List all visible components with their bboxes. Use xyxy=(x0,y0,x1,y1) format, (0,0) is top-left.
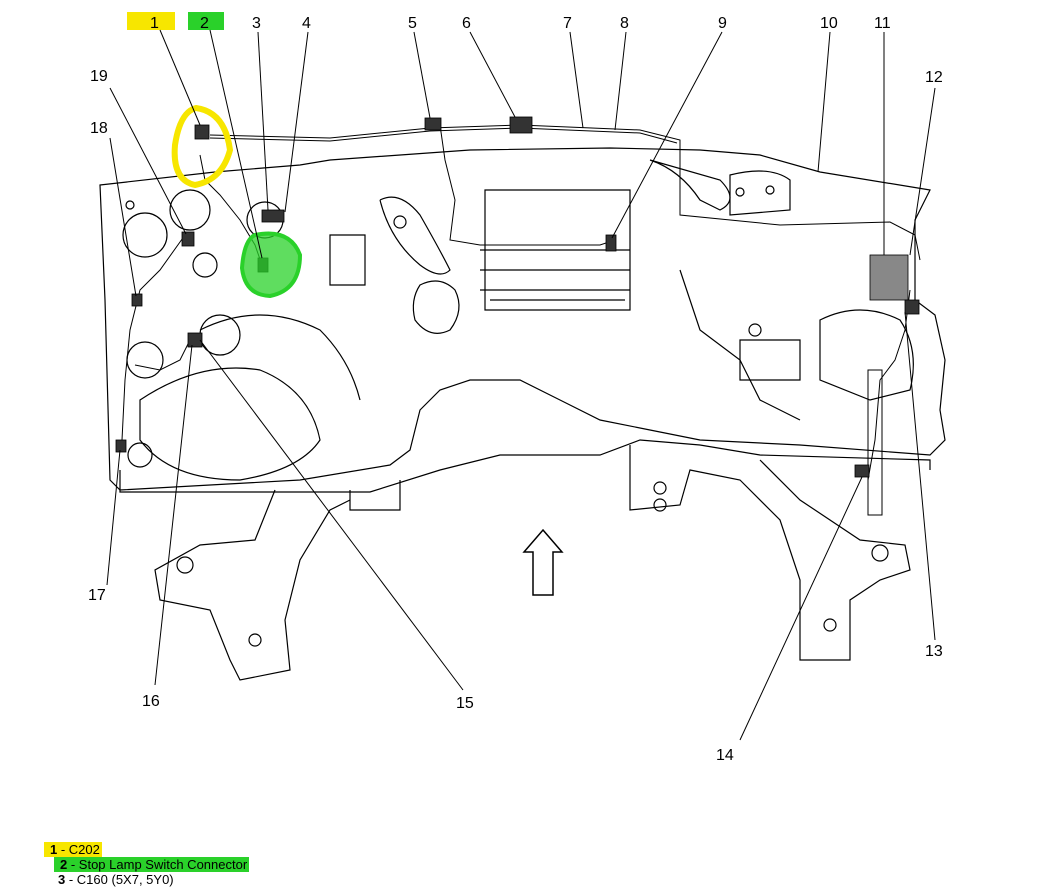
legend-text: Stop Lamp Switch Connector xyxy=(78,857,248,872)
callout-6: 6 xyxy=(462,15,471,32)
callout-4: 4 xyxy=(302,15,311,32)
callout-12: 12 xyxy=(925,69,943,86)
connector-16 xyxy=(187,332,203,348)
connector-6 xyxy=(509,116,533,134)
callout-9: 9 xyxy=(718,15,727,32)
legend-number: 3 xyxy=(58,872,66,887)
legend-number: 2 xyxy=(60,857,68,872)
callout-7: 7 xyxy=(563,15,572,32)
callout-2: 2 xyxy=(200,15,209,32)
connector-c202 xyxy=(194,124,210,140)
forward-arrow xyxy=(522,528,564,596)
callout-8: 8 xyxy=(620,15,629,32)
legend-item-1-highlight: 1 - C202 xyxy=(44,842,102,857)
callout-18: 18 xyxy=(90,120,108,137)
legend-item-2-highlight: 2 - Stop Lamp Switch Connector xyxy=(54,857,250,872)
callout-13: 13 xyxy=(925,643,943,660)
callout-numbers: 1 2 3 4 5 6 7 8 9 10 11 12 13 14 15 16 1… xyxy=(88,15,943,764)
connector-18 xyxy=(131,293,143,307)
callout-11: 11 xyxy=(874,15,891,32)
callout-14: 14 xyxy=(716,747,734,764)
connector-9 xyxy=(605,234,617,252)
dash-panel xyxy=(99,147,946,493)
legend-item-3: 3 - C160 (5X7, 5Y0) xyxy=(58,872,174,887)
connector-5 xyxy=(424,117,442,131)
connector-14 xyxy=(854,464,870,478)
callout-10: 10 xyxy=(820,15,838,32)
legend-text: C202 xyxy=(68,842,100,857)
callout-5: 5 xyxy=(408,15,417,32)
callout-19: 19 xyxy=(90,68,108,85)
leader-lines xyxy=(106,29,936,741)
connectors xyxy=(115,116,920,478)
connector-13 xyxy=(904,299,920,315)
callout-17: 17 xyxy=(88,587,106,604)
connector-17 xyxy=(115,439,127,453)
callout-1: 1 xyxy=(150,15,159,32)
connector-19 xyxy=(181,231,195,247)
callout-2-highlight xyxy=(188,12,224,30)
callout-15: 15 xyxy=(456,695,474,712)
module-11 xyxy=(869,254,909,301)
green-marker-stop-lamp xyxy=(239,231,303,299)
legend-text: C160 (5X7, 5Y0) xyxy=(76,872,174,887)
legend: 1 - C202 2 - Stop Lamp Switch Connector … xyxy=(44,842,250,887)
legend-item-2: 2 - Stop Lamp Switch Connector xyxy=(54,857,250,872)
legend-item-1: 1 - C202 xyxy=(44,842,249,857)
lower-structure xyxy=(154,445,911,681)
callout-3: 3 xyxy=(252,15,261,32)
connector-c160 xyxy=(261,209,285,223)
callout-1-highlight xyxy=(127,12,175,30)
callout-16: 16 xyxy=(142,693,160,710)
yellow-marker-c202 xyxy=(171,104,234,189)
legend-number: 1 xyxy=(50,842,58,857)
